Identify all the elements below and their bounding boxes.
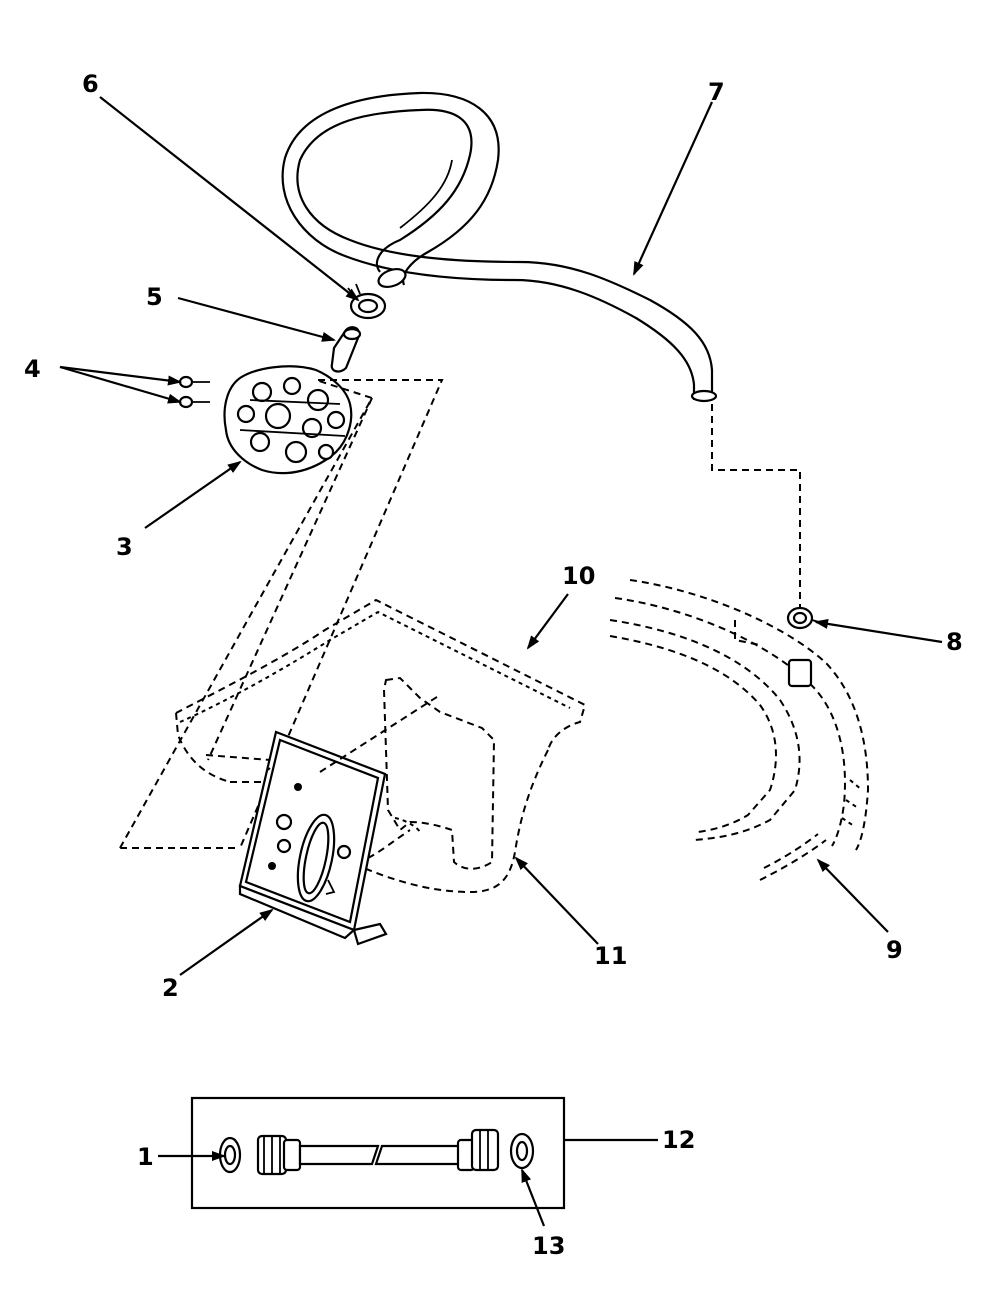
hose-connector — [330, 326, 362, 373]
valve-screws — [178, 375, 210, 409]
mounting-plate — [238, 730, 388, 946]
callout-1: 1 — [137, 1143, 154, 1171]
callout-13: 13 — [532, 1232, 565, 1260]
callout-8: 8 — [946, 628, 963, 656]
hose-clamp-top — [347, 283, 387, 320]
callout-2: 2 — [162, 974, 179, 1002]
callout-3: 3 — [116, 533, 133, 561]
callout-labels: 1 2 3 4 5 6 7 8 9 10 11 12 13 — [24, 70, 963, 1260]
callout-7: 7 — [708, 78, 725, 106]
callout-11: 11 — [594, 942, 627, 970]
callout-9: 9 — [886, 936, 903, 964]
callout-4: 4 — [24, 355, 41, 383]
tub-section-outline — [609, 579, 870, 881]
hose-connection-path — [711, 404, 801, 612]
callout-leaders — [59, 96, 943, 1227]
callout-12: 12 — [662, 1126, 695, 1154]
callout-6: 6 — [82, 70, 99, 98]
drain-hose — [281, 91, 718, 403]
callout-10: 10 — [562, 562, 595, 590]
callout-5: 5 — [146, 283, 163, 311]
water-valve — [223, 365, 353, 475]
top-cover-outline — [119, 379, 587, 849]
hose-clamp-lower — [786, 606, 827, 630]
inlet-hose-kit-box — [190, 1096, 566, 1210]
mounting-bracket-outline — [349, 676, 549, 894]
